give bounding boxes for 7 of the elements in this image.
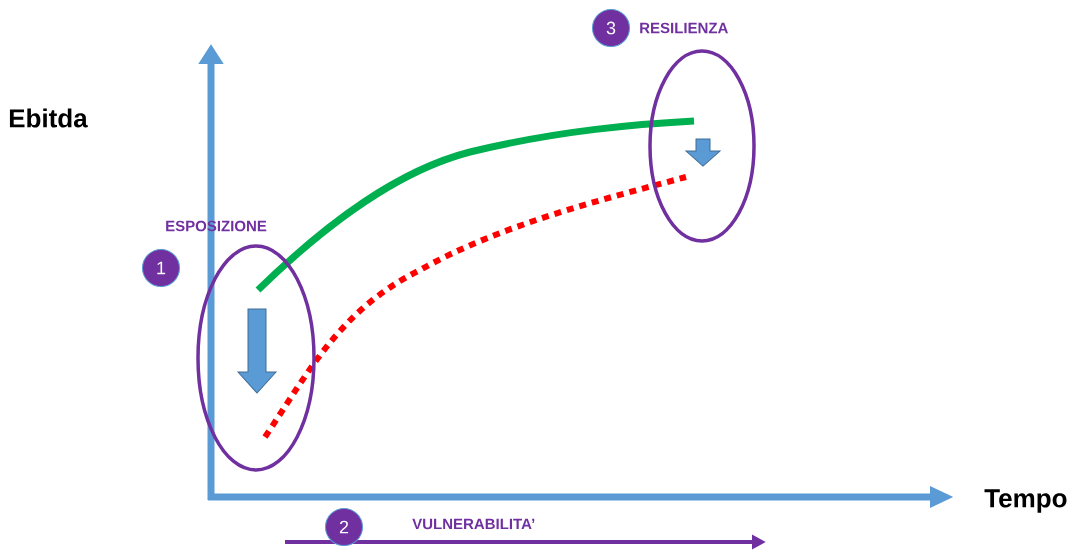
number-badge: 1 — [142, 249, 180, 287]
node-caption: VULNERABILITA’ — [412, 518, 535, 530]
number-badge: 3 — [592, 9, 630, 47]
number-badge: 2 — [325, 508, 363, 546]
axis-label: Ebitda — [9, 108, 88, 128]
axis-label: Tempo — [984, 489, 1067, 513]
node-caption: RESILIENZA — [640, 22, 728, 34]
